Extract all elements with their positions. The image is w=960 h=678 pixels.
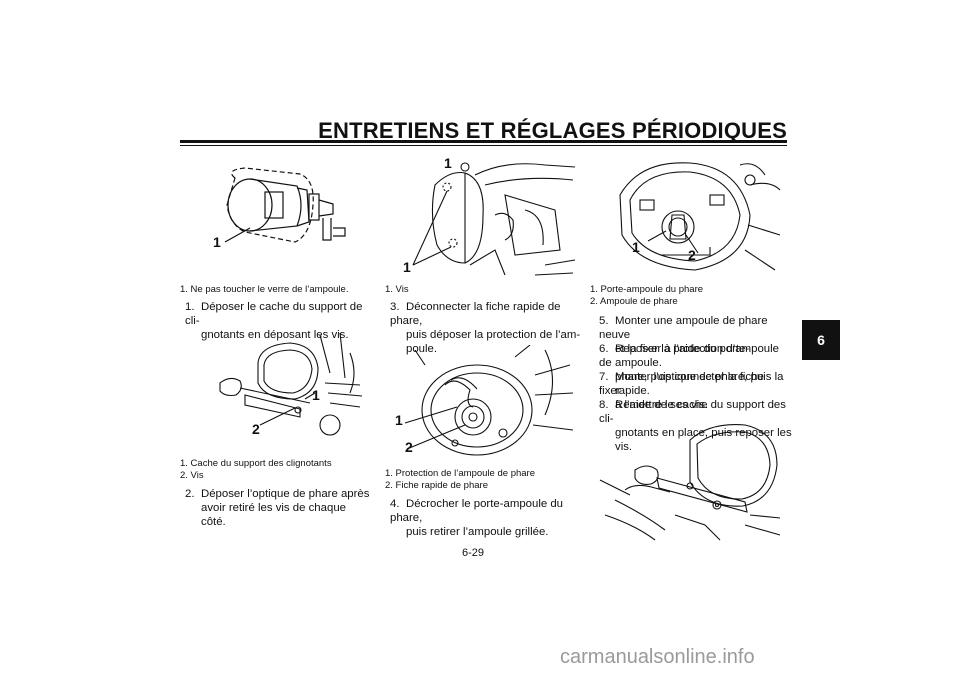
step-7: 7.Monter l’optique de phare, puis la fix… [599,371,784,411]
chapter-tab: 6 [802,320,840,360]
figure-bulb-cover: 1 2 [395,345,580,460]
header-rule [180,140,787,143]
figure-bulb-holder: 1 2 [600,155,785,280]
figure-caption: 1. Cache du support des clignotants [180,458,332,469]
callout-1: 1 [213,234,221,250]
step-2: 2.Déposer l’optique de phare après avoir… [185,488,370,528]
figure-reinstall-cover [595,420,785,542]
figure-caption: 1. Protection de l’ampoule de phare [385,468,535,479]
callout-1: 1 [395,412,403,428]
callout-1: 1 [632,239,640,255]
callout-2: 2 [405,439,413,455]
step-6: 6.Reposer la protection d’ampoule de pha… [599,343,779,397]
page-number: 6-29 [462,547,485,559]
step-5: 5.Monter une ampoule de phare neuve et l… [599,315,768,369]
figure-caption: 2. Fiche rapide de phare [385,480,488,491]
step-8: 8.Remettre le cache du support des cli- … [599,399,792,453]
header-rule-thin [180,145,787,146]
figure-caption: 2. Ampoule de phare [590,296,678,307]
callout-1: 1 [312,387,320,403]
step-3: 3.Déconnecter la fiche rapide de phare, … [390,301,581,355]
figure-headlight-screws: 1 1 [395,155,580,280]
figure-turn-signal-cover: 1 2 [200,333,365,443]
figure-caption: 1. Porte-ampoule du phare [590,284,704,295]
callout-1: 1 [403,259,411,275]
callout-2: 2 [688,247,696,263]
callout-2: 2 [252,421,260,437]
step-1: 1.Déposer le cache du support de cli- gn… [185,301,363,341]
page-title: ENTRETIENS ET RÉGLAGES PÉRIODIQUES [318,118,787,143]
figure-bulb: 1 [205,160,365,270]
figure-caption: 1. Ne pas toucher le verre de l’ampoule. [180,284,349,295]
watermark: carmanualsonline.info [560,646,755,668]
figure-caption: 1. Vis [385,284,409,295]
callout-1: 1 [444,155,452,171]
figure-caption: 2. Vis [180,470,204,481]
step-4: 4.Décrocher le porte-ampoule du phare, p… [390,498,564,538]
